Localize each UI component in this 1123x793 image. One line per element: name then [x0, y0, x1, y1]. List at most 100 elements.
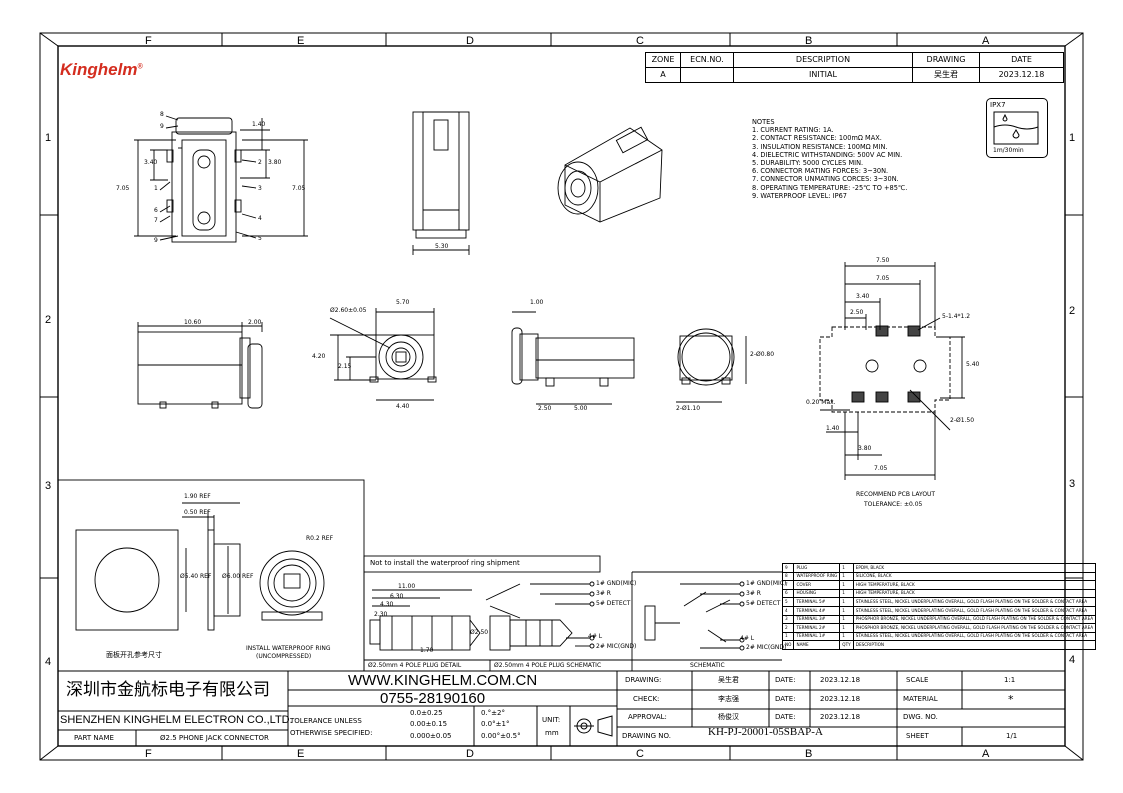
- bom-no: 7: [781, 580, 795, 590]
- bom-name: TERMINAL 1#: [793, 631, 841, 642]
- zone-bottom-f: F: [145, 748, 152, 760]
- company-website: WWW.KINGHELM.COM.CN: [348, 672, 538, 689]
- dim-1-40: 1.40: [252, 121, 266, 128]
- note-8: 8. OPERATING TEMPERATURE: -25℃ TO +85℃.: [752, 183, 908, 192]
- jack-schematic: [644, 581, 745, 651]
- pcb-layout-title: RECOMMEND PCB LAYOUT: [856, 491, 936, 498]
- pcb-dim-1-40: 1.40: [826, 425, 840, 432]
- zone-right-3: 3: [1069, 478, 1076, 490]
- approval-label: APPROVAL:: [628, 713, 667, 721]
- zone-left-2: 2: [45, 314, 52, 326]
- dim-5-70: 5.70: [396, 299, 410, 306]
- jack-pin-5: 5# DETECT: [746, 600, 781, 607]
- ipx7-badge: IPX7 1m/30min: [986, 98, 1048, 158]
- jack-pin-3: 3# R: [746, 590, 761, 597]
- bom-desc: STAINLESS STEEL, NICKEL UNDERPLATING OVE…: [852, 597, 1097, 607]
- bom-qty: 1: [839, 623, 854, 633]
- date-label-2: DATE:: [775, 695, 796, 703]
- rev-date: 2023.12.18: [979, 67, 1064, 83]
- dim-5-30: 5.30: [435, 243, 449, 250]
- bom-desc: STAINLESS STEEL, NICKEL UNDERPLATING OVE…: [852, 631, 1097, 642]
- zone-right-2: 2: [1069, 305, 1076, 317]
- zone-bottom-a: A: [982, 748, 990, 760]
- bom-no: 4: [781, 605, 795, 616]
- callout-9b: 9: [154, 237, 158, 244]
- bom-no: 6: [781, 588, 795, 599]
- plug-dim-1-70: 1.70: [420, 647, 434, 654]
- tolerance-label-1: TOLERANCE UNLESS: [290, 717, 362, 725]
- revision-table: ZONE ECN.NO. DESCRIPTION DRAWING DATE A …: [645, 52, 1064, 83]
- sheet-value: 1/1: [1006, 732, 1018, 740]
- isometric-view: [557, 126, 663, 223]
- bom-no: 5: [781, 597, 795, 607]
- bom-no: 3: [781, 614, 795, 625]
- approval-name: 杨俊汉: [718, 713, 739, 721]
- zone-left-4: 4: [45, 656, 52, 668]
- face-view: [329, 308, 437, 401]
- company-name-en: SHENZHEN KINGHELM ELECTRON CO.,LTD.: [60, 714, 293, 726]
- bom-qty: 1: [839, 614, 854, 625]
- bom-header-qty: QTY: [839, 640, 854, 650]
- pcb-dim-7-05b: 7.05: [874, 465, 888, 472]
- date-label-1: DATE:: [775, 676, 796, 684]
- zone-bottom-b: B: [805, 748, 813, 760]
- check-label: CHECK:: [633, 695, 660, 703]
- bom-desc: PHOSPHOR BRONZE, NICKEL UNDERPLATING OVE…: [852, 614, 1097, 625]
- date-label-3: DATE:: [775, 713, 796, 721]
- jack-pin-4: 4# L: [740, 635, 755, 642]
- notes-block: NOTES 1. CURRENT RATING: 1A. 2. CONTACT …: [752, 118, 907, 200]
- dim-2-60: Ø2.60±0.05: [330, 307, 367, 314]
- callout-2: 2: [258, 159, 262, 166]
- pcb-dim-7-50: 7.50: [876, 257, 890, 264]
- jack-pin-2: 2# MIC(GND): [746, 644, 787, 651]
- ring-dim-r0-2: R0.2 REF: [306, 535, 334, 542]
- bom-name: COVER: [793, 580, 841, 590]
- ipx7-label: IPX7: [990, 101, 1006, 109]
- sheet-label: SHEET: [906, 732, 929, 740]
- dim-2-15: 2.15: [338, 363, 352, 370]
- callout-8: 8: [160, 111, 164, 118]
- note-6: 6. CONNECTOR MATING FORCES: 3~30N.: [752, 167, 889, 176]
- plug-pin-2: 2# MIC(GND): [596, 643, 637, 650]
- dim-7-05-left: 7.05: [116, 185, 130, 192]
- zone-right-4: 4: [1069, 654, 1076, 666]
- zone-top-c: C: [636, 35, 644, 47]
- zone-left-1: 1: [45, 132, 52, 144]
- ring-dim-6-00: Ø6.00 REF: [222, 573, 254, 580]
- tolerance-label-2: OTHERWISE SPECIFIED:: [290, 729, 373, 737]
- drawing-no-value: KH-PJ-20001-05SBAP-A: [708, 726, 823, 738]
- bom-header-no: NO: [781, 640, 795, 650]
- pcb-dim-holes: 2-Ø1.50: [950, 417, 975, 424]
- plug-schematic: [485, 581, 595, 651]
- bom-name: TERMINAL 2#: [793, 623, 841, 633]
- date-value-2: 2023.12.18: [820, 695, 861, 703]
- scale-value: 1:1: [1004, 676, 1016, 684]
- bom-name: TERMINAL 4#: [793, 605, 841, 616]
- pcb-dim-2-50: 2.50: [850, 309, 864, 316]
- bom-qty: 1: [839, 631, 854, 642]
- plug-dim-11: 11.00: [398, 583, 416, 590]
- bom-qty: 1: [839, 605, 854, 616]
- zone-bottom-e: E: [297, 748, 305, 760]
- bom-desc: HIGH TEMPERATURE, BLACK: [852, 588, 1097, 599]
- pcb-dim-3-80: 3.80: [858, 445, 872, 452]
- jack-pin-1: 1# GND(MIC): [746, 580, 787, 587]
- callout-1: 1: [154, 185, 158, 192]
- panel-cutout-label: 面板开孔参考尺寸: [106, 651, 162, 659]
- kinghelm-logo: Kinghelm®: [60, 60, 143, 79]
- zone-bottom-d: D: [466, 748, 474, 760]
- bom-desc: HIGH TEMPERATURE, BLACK: [852, 580, 1097, 590]
- bom-name: TERMINAL 3#: [793, 614, 841, 625]
- dim-2-0-80: 2-Ø0.80: [750, 351, 775, 358]
- bom-no: 2: [781, 623, 795, 633]
- ring-front: [259, 550, 325, 621]
- zone-top-d: D: [466, 35, 474, 47]
- plug-dim-2-30: 2.30: [374, 611, 388, 618]
- bom-qty: 1: [839, 571, 854, 582]
- company-phone: 0755-28190160: [380, 690, 486, 707]
- scale-label: SCALE: [906, 676, 929, 684]
